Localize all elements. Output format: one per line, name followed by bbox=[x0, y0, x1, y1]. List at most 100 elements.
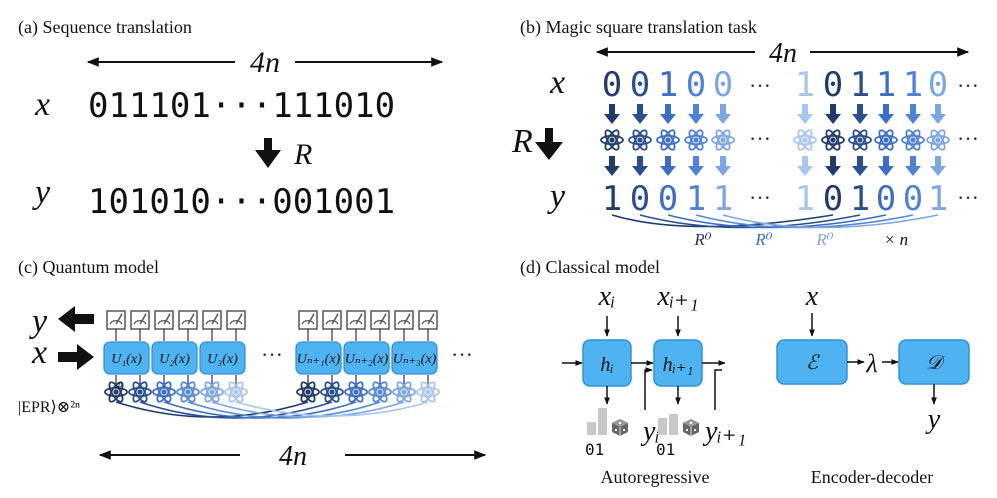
panel-b-x-bit: 1 bbox=[903, 65, 923, 105]
unitary-box bbox=[151, 341, 198, 375]
ed-decoder: 𝒟 bbox=[926, 352, 946, 374]
panel-b-dots-row3-end: ··· bbox=[957, 185, 979, 210]
atom-icon bbox=[224, 379, 248, 405]
unitary-label: Uₙ₊₃(x) bbox=[393, 352, 437, 367]
panel-b-down-arrow bbox=[825, 156, 841, 176]
atom-icon bbox=[684, 127, 708, 153]
panel-c-epr-label: |EPR⟩⊗²ⁿ bbox=[18, 399, 80, 416]
unitary-label: U₂(x) bbox=[159, 352, 190, 367]
panel-b: (b) Magic square translation task 4n x R… bbox=[511, 17, 979, 249]
unitary-label: Uₙ₊₁(x) bbox=[297, 352, 341, 367]
dice-icon bbox=[611, 418, 629, 437]
ar-bits-2: 01 bbox=[656, 440, 675, 459]
panel-b-down-arrow bbox=[632, 104, 648, 124]
ar-dist-1 bbox=[587, 408, 629, 437]
meter-icon bbox=[106, 310, 126, 330]
panel-b-dots-row2: ··· bbox=[749, 126, 771, 151]
panel-b-pair-curves bbox=[611, 214, 939, 229]
unitary-label: U₁(x) bbox=[111, 352, 142, 367]
ar-h-i1: hᵢ₊₁ bbox=[663, 354, 694, 376]
atom-icon bbox=[392, 379, 416, 405]
panel-b-down-arrow bbox=[715, 156, 731, 176]
ar-x-i1: xᵢ₊₁ bbox=[656, 281, 698, 312]
panel-b-down-arrow bbox=[632, 156, 648, 176]
panel-a-r-arrow bbox=[255, 138, 281, 168]
ar-dist-2-bar-0 bbox=[658, 418, 667, 435]
unitary-box bbox=[295, 341, 342, 375]
panel-b-down-arrow bbox=[797, 104, 813, 124]
atom-icon bbox=[176, 379, 200, 405]
unitary-box bbox=[103, 341, 150, 375]
panel-c-y-label: y bbox=[29, 303, 48, 340]
dice-icon bbox=[682, 418, 700, 437]
meter-icon bbox=[154, 310, 174, 330]
panel-c-dots-2: ··· bbox=[451, 342, 473, 367]
ar-dist-2 bbox=[658, 414, 700, 437]
panel-b-down-arrow bbox=[852, 156, 868, 176]
panel-b-down-arrow bbox=[930, 156, 946, 176]
ar-dist-2-bar-1 bbox=[669, 414, 678, 435]
ar-y-i1: yᵢ₊₁ bbox=[702, 416, 746, 447]
panel-b-x-label: x bbox=[549, 64, 565, 101]
panel-b-y-bit: 1 bbox=[795, 179, 815, 219]
panel-b-down-arrow bbox=[852, 104, 868, 124]
meter-icon bbox=[130, 310, 150, 330]
ed-encoder: ℰ bbox=[806, 352, 820, 374]
meter-icon bbox=[178, 310, 198, 330]
atom-icon bbox=[848, 127, 872, 153]
atom-icon bbox=[656, 127, 680, 153]
ar-feedback-1 bbox=[644, 367, 653, 410]
meter-icon bbox=[418, 310, 438, 330]
panel-b-x-bit: 1 bbox=[795, 65, 815, 105]
meter-icon bbox=[202, 310, 222, 330]
meter-icon bbox=[298, 310, 318, 330]
atom-icon bbox=[821, 127, 845, 153]
panel-a-y-bits: 101010···001001 bbox=[88, 182, 395, 222]
atom-icon bbox=[344, 379, 368, 405]
ed-lambda: λ bbox=[865, 349, 877, 378]
panel-b-down-arrow bbox=[878, 104, 894, 124]
panel-b-r-arrow bbox=[535, 128, 563, 160]
atom-icon bbox=[200, 379, 224, 405]
panel-b-down-arrow bbox=[660, 156, 676, 176]
panel-b-down-arrow bbox=[688, 156, 704, 176]
panel-b-y-bit: 0 bbox=[823, 179, 843, 219]
panel-b-x-bit: 0 bbox=[713, 65, 733, 105]
panel-b-dots-row2-end: ··· bbox=[957, 126, 979, 151]
panel-b-y-bit: 1 bbox=[602, 179, 622, 219]
panel-b-down-arrow bbox=[604, 104, 620, 124]
panel-c-epr-curves bbox=[115, 401, 429, 419]
panel-b-x-bit: 0 bbox=[686, 65, 706, 105]
panel-b-r0-label-3: R⁰ bbox=[815, 230, 833, 249]
panel-b-down-arrow bbox=[715, 104, 731, 124]
panel-b-down-arrow bbox=[797, 156, 813, 176]
panel-b-x-bit: 1 bbox=[876, 65, 896, 105]
panel-b-x-bit: 1 bbox=[658, 65, 678, 105]
panel-b-length-label: 4n bbox=[769, 38, 797, 69]
panel-c-x-label: x bbox=[31, 334, 47, 371]
meter-icon bbox=[346, 310, 366, 330]
ar-dist-1-bar-1 bbox=[598, 408, 607, 435]
meter-icon bbox=[370, 310, 390, 330]
panel-b-y-bit: 1 bbox=[928, 179, 948, 219]
ed-caption: Encoder-decoder bbox=[811, 467, 934, 487]
panel-b-down-arrow bbox=[905, 104, 921, 124]
panel-b-y-bit: 1 bbox=[713, 179, 733, 219]
panel-d: (d) Classical model xᵢ xᵢ₊₁ hᵢ hᵢ₊₁ 01 y… bbox=[520, 257, 970, 487]
panel-c-title: (c) Quantum model bbox=[18, 257, 159, 278]
panel-b-y-label: y bbox=[547, 178, 566, 215]
unitary-label: Uₙ₊₂(x) bbox=[345, 352, 389, 367]
p-label: p bbox=[117, 379, 123, 389]
atom-icon bbox=[628, 127, 652, 153]
ar-dist-1-bar-0 bbox=[587, 422, 596, 435]
ar-x-i: xᵢ bbox=[598, 281, 616, 312]
panel-b-down-arrow bbox=[930, 104, 946, 124]
panel-b-dots-row3: ··· bbox=[749, 185, 771, 210]
ar-h-i: hᵢ bbox=[600, 354, 613, 376]
panel-a: (a) Sequence translation 4n x 011101···1… bbox=[18, 17, 444, 222]
panel-c: (c) Quantum model y x U₁(x)U₂(x)U₃(x)Uₙ₊… bbox=[18, 257, 487, 472]
panel-b-x-bit: 0 bbox=[630, 65, 650, 105]
ed-x: x bbox=[805, 281, 819, 312]
ar-y-i: yᵢ bbox=[640, 416, 660, 447]
